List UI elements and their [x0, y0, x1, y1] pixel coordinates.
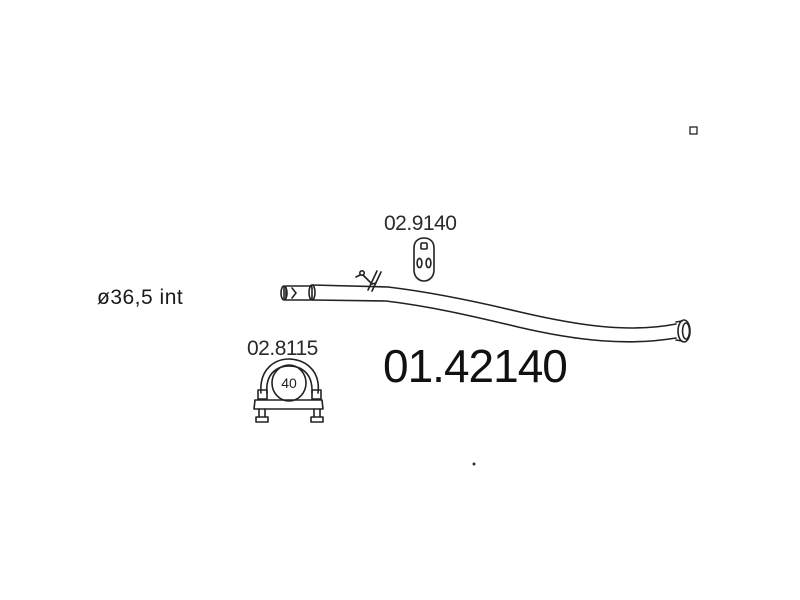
- diameter-label: ø36,5 int: [97, 286, 184, 309]
- hanger-part-code: 02.9140: [384, 212, 457, 235]
- clamp-part-code: 02.8115: [247, 337, 318, 360]
- rubber-hanger-icon: [413, 237, 435, 282]
- u-bolt-clamp-icon: [253, 358, 324, 423]
- dot-mark: [472, 462, 476, 466]
- exhaust-pipe-icon: [280, 269, 691, 343]
- clamp-size-label: 40: [281, 375, 297, 391]
- corner-square-icon: [689, 126, 698, 135]
- main-part-code: 01.42140: [383, 340, 568, 392]
